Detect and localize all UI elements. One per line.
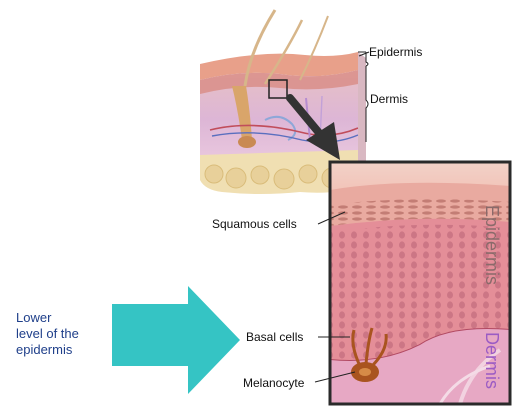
lower-epidermis-callout: Lower level of the epidermis <box>16 310 116 358</box>
melanocyte-label: Melanocyte <box>243 376 304 390</box>
basal-cells-label: Basal cells <box>246 330 303 344</box>
zoom-epidermis-label: Epidermis <box>482 205 502 285</box>
squamous-cells-label: Squamous cells <box>212 217 297 231</box>
callout-line-1: Lower <box>16 310 116 326</box>
callout-line-2: level of the <box>16 326 116 342</box>
callout-line-3: epidermis <box>16 342 116 358</box>
dermis-label: Dermis <box>370 92 408 106</box>
teal-callout-arrow <box>112 286 240 394</box>
zoom-dermis-label: Dermis <box>482 332 502 389</box>
epidermis-label: Epidermis <box>369 45 422 59</box>
